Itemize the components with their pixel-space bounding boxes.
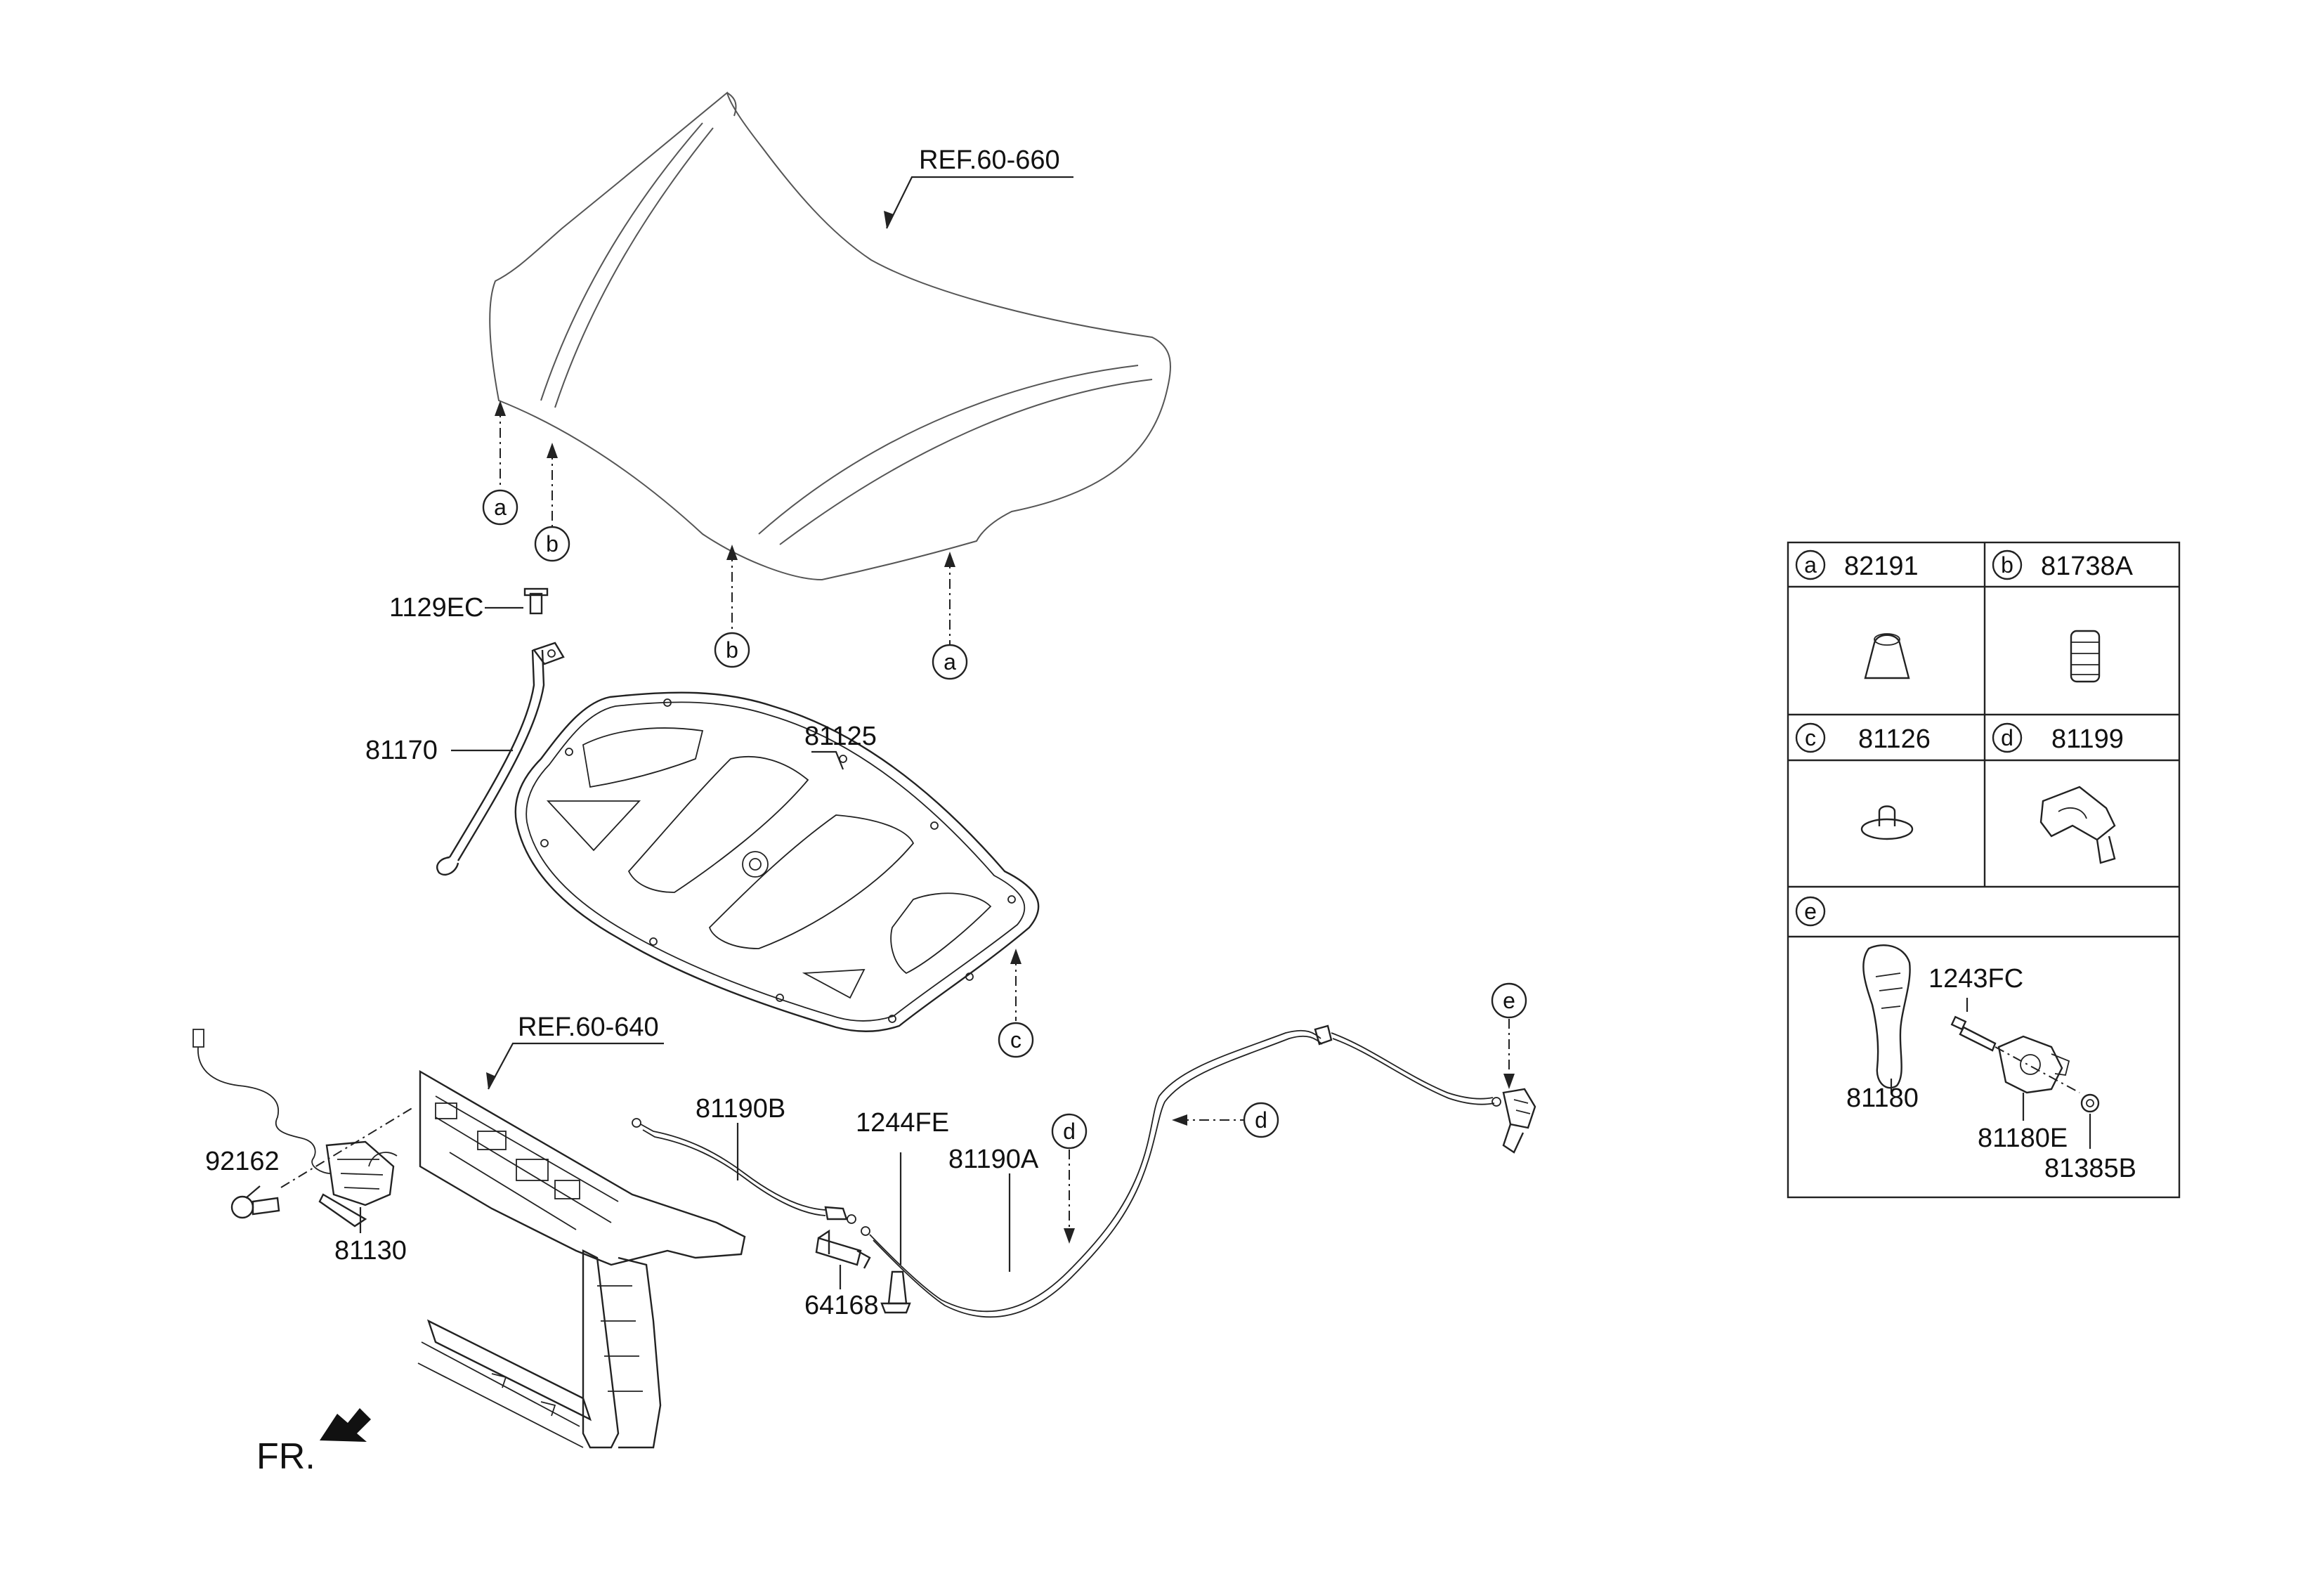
callout-b-hood-center: b [714, 632, 750, 668]
latch-bolt-92162 [230, 1195, 280, 1219]
front-direction-indicator: FR. [256, 1408, 371, 1477]
svg-text:c: c [1805, 725, 1816, 750]
callout-a-hood-left: a [482, 489, 518, 526]
ref-carrier-label: REF.60-640 [518, 1013, 659, 1042]
lead-92162 [245, 1185, 261, 1199]
legend-part-81180E: 81180E [1978, 1124, 2068, 1153]
clip-81126-icon [1860, 805, 1914, 840]
legend-part-a: 82191 [1844, 552, 1919, 581]
svg-text:a: a [494, 495, 507, 520]
label-81130: 81130 [334, 1236, 407, 1265]
ref-hood-label: REF.60-660 [919, 145, 1060, 175]
radiator-support [417, 1069, 746, 1449]
legend-table: a 82191 b 81738A c 81126 [1787, 541, 2181, 1199]
hood-insulator-pad [514, 691, 1040, 1032]
legend-section-e: e 81180 1243FC 81180E [1795, 896, 2136, 1183]
svg-text:a: a [944, 649, 956, 675]
cable-clip-81199-icon [2039, 786, 2116, 864]
legend-part-b: 81738A [2041, 552, 2134, 581]
cable-bracket-64168 [815, 1229, 871, 1269]
legend-part-d: 81199 [2051, 724, 2124, 754]
svg-text:b: b [546, 531, 559, 557]
svg-text:e: e [1503, 988, 1515, 1013]
release-handle-81180-icon [1862, 944, 1911, 1089]
legend-part-81385B: 81385B [2044, 1154, 2136, 1183]
legend-cell-d: d 81199 [1992, 722, 2124, 864]
svg-text:d: d [2001, 725, 2013, 750]
ref-carrier-callout: REF.60-640 [486, 1013, 664, 1090]
callout-a-hood-right: a [932, 644, 968, 680]
label-1244FE: 1244FE [856, 1108, 949, 1138]
svg-text:b: b [2001, 552, 2013, 578]
clip-81385B-icon [2080, 1093, 2100, 1113]
callout-d-right: d [1243, 1102, 1279, 1138]
svg-text:b: b [726, 637, 738, 663]
arrow-pad-c [1010, 949, 1021, 964]
bumper-82191-icon [1864, 634, 1910, 679]
hood-leaders [495, 401, 955, 645]
hood-stay-rod [436, 587, 565, 876]
lead-latch-dash [280, 1106, 415, 1188]
bumper-81738A-icon [2070, 630, 2101, 683]
release-cable-81190B [632, 1118, 856, 1224]
clip-1244FE [880, 1270, 911, 1314]
release-handle-small [1491, 1088, 1536, 1154]
label-81170: 81170 [365, 736, 438, 765]
callout-b-hood-left: b [534, 526, 570, 562]
label-64168: 64168 [804, 1291, 879, 1320]
hood-latch-assembly [192, 1029, 398, 1228]
legend-part-c: 81126 [1858, 724, 1931, 754]
legend-cell-b: b 81738A [1992, 549, 2134, 683]
hood-panel [489, 91, 1171, 581]
svg-text:a: a [1804, 552, 1817, 578]
screw-1243FC-icon [1950, 1015, 1997, 1052]
label-92162: 92162 [205, 1147, 280, 1176]
callout-c-pad: c [998, 1022, 1034, 1058]
callout-d-left: d [1051, 1113, 1088, 1150]
ref-hood-callout: REF.60-660 [884, 145, 1073, 229]
label-81190A: 81190A [948, 1145, 1039, 1174]
svg-text:c: c [1010, 1027, 1021, 1053]
arrow-d-right [1172, 1114, 1187, 1126]
lead-81125 [811, 750, 844, 770]
svg-text:e: e [1804, 899, 1817, 924]
legend-part-81180: 81180 [1846, 1083, 1919, 1113]
callout-e-cable: e [1491, 982, 1527, 1019]
label-81125: 81125 [804, 722, 877, 751]
arrow-e [1503, 1074, 1515, 1089]
svg-text:d: d [1063, 1119, 1076, 1144]
front-arrow-icon [320, 1408, 371, 1442]
lead-e-dash [1995, 1046, 2080, 1093]
label-1129EC: 1129EC [389, 593, 484, 623]
label-81190B: 81190B [696, 1094, 785, 1124]
front-label: FR. [256, 1436, 315, 1477]
legend-cell-c: c 81126 [1795, 722, 1931, 840]
release-cable-81190A [861, 1024, 1495, 1318]
legend-part-1243FC: 1243FC [1928, 964, 2023, 994]
release-body-81180E-icon [1997, 1035, 2070, 1094]
arrow-d-left [1064, 1228, 1075, 1244]
svg-text:d: d [1255, 1107, 1267, 1133]
legend-cell-a: a 82191 [1795, 549, 1919, 679]
